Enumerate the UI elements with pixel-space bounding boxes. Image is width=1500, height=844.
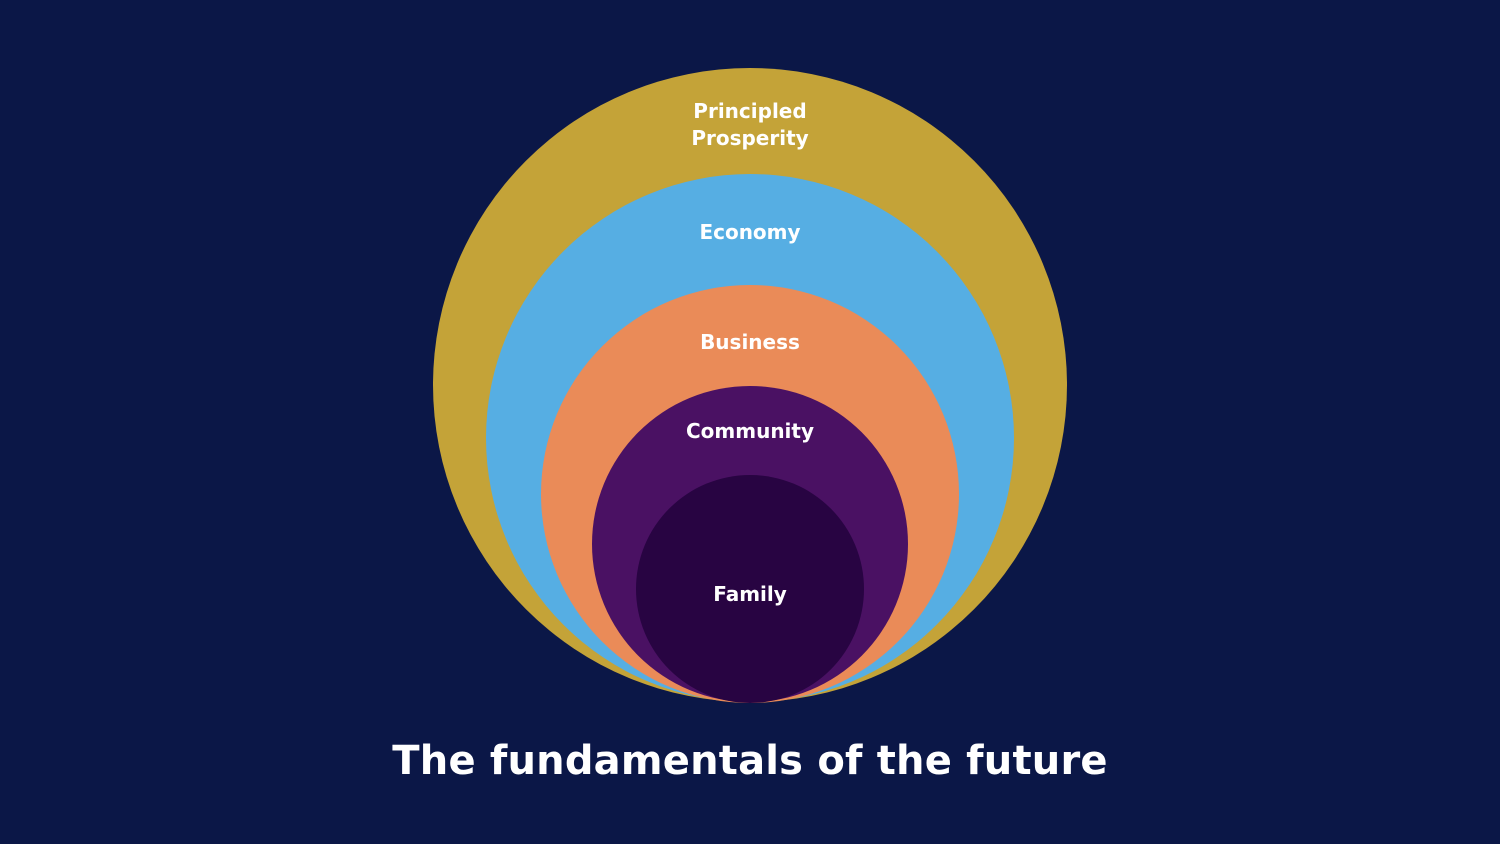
ring-family: [636, 475, 864, 703]
label-family: Family: [713, 582, 787, 606]
label-community: Community: [686, 419, 814, 443]
diagram-title: The fundamentals of the future: [392, 738, 1108, 784]
label-prosperity: Prosperity: [691, 126, 808, 150]
label-business: Business: [700, 330, 800, 354]
label-economy: Economy: [699, 220, 800, 244]
label-principled: Principled: [693, 99, 806, 123]
